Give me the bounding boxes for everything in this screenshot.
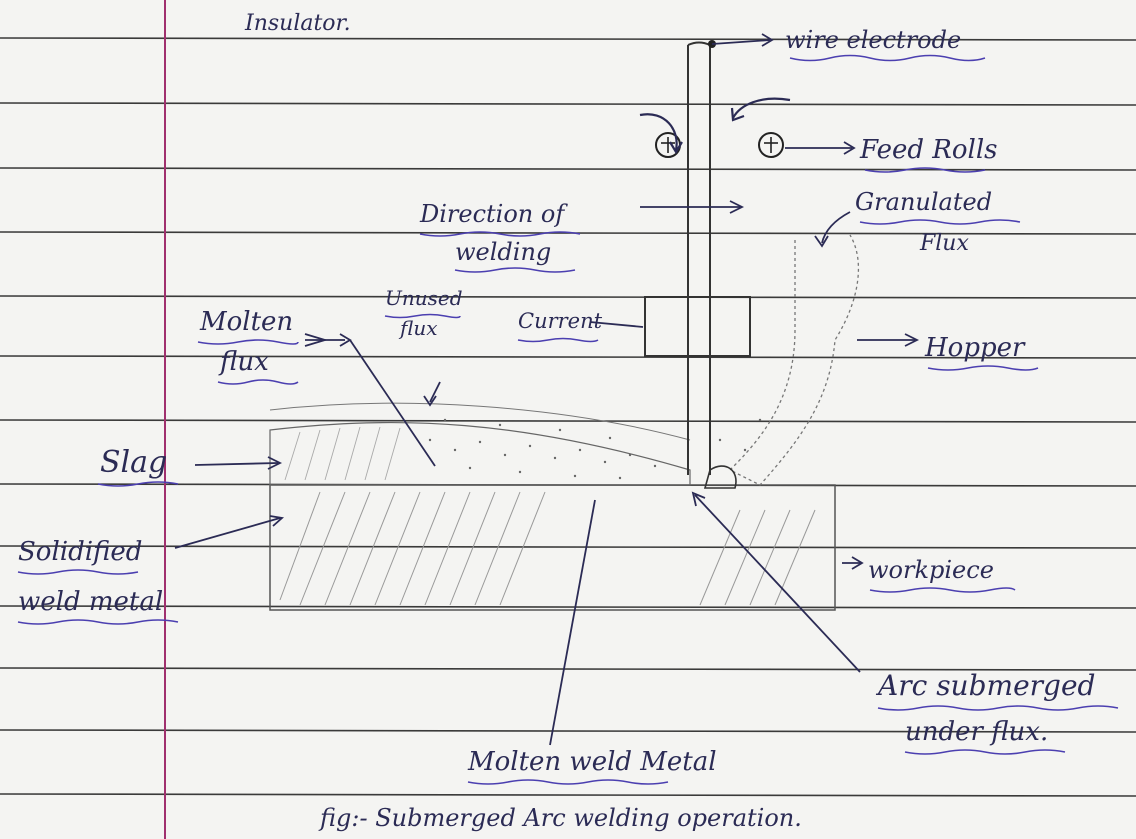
pointer-arrows xyxy=(175,34,917,745)
label-molten-flux-2: flux xyxy=(218,347,269,377)
label-molten-flux-1: Molten xyxy=(199,307,293,337)
label-molten-weld-metal: Molten weld Metal xyxy=(467,747,717,777)
hopper xyxy=(730,235,858,485)
label-direction-1: Direction of xyxy=(419,200,568,228)
label-wire-electrode: wire electrode xyxy=(785,26,961,54)
label-arc-1: Arc submerged xyxy=(875,669,1095,702)
label-unused-flux-2: flux xyxy=(398,316,438,340)
label-unused-flux-1: Unused xyxy=(385,286,463,310)
label-feed-rolls: Feed Rolls xyxy=(859,135,998,165)
label-direction-2: welding xyxy=(455,238,551,266)
feed-roll-right xyxy=(759,133,783,157)
label-arc-2: under flux. xyxy=(905,717,1048,747)
label-slag: Slag xyxy=(100,445,167,480)
label-solidified-1: Solidified xyxy=(18,537,142,567)
label-insulator: Insulator. xyxy=(244,11,351,36)
label-workpiece: workpiece xyxy=(868,556,994,584)
rotation-arrow-right xyxy=(733,99,790,118)
label-granulated-2: Flux xyxy=(919,231,969,256)
current-contact-tube xyxy=(645,297,750,356)
label-hopper: Hopper xyxy=(924,333,1026,363)
wire-electrode xyxy=(688,43,710,476)
workpiece-body xyxy=(270,403,835,610)
label-solidified-2: weld metal xyxy=(18,587,163,617)
label-current: Current xyxy=(518,309,603,333)
figure-caption: fig:- Submerged Arc welding operation. xyxy=(318,804,802,832)
label-granulated-1: Granulated xyxy=(855,188,992,216)
